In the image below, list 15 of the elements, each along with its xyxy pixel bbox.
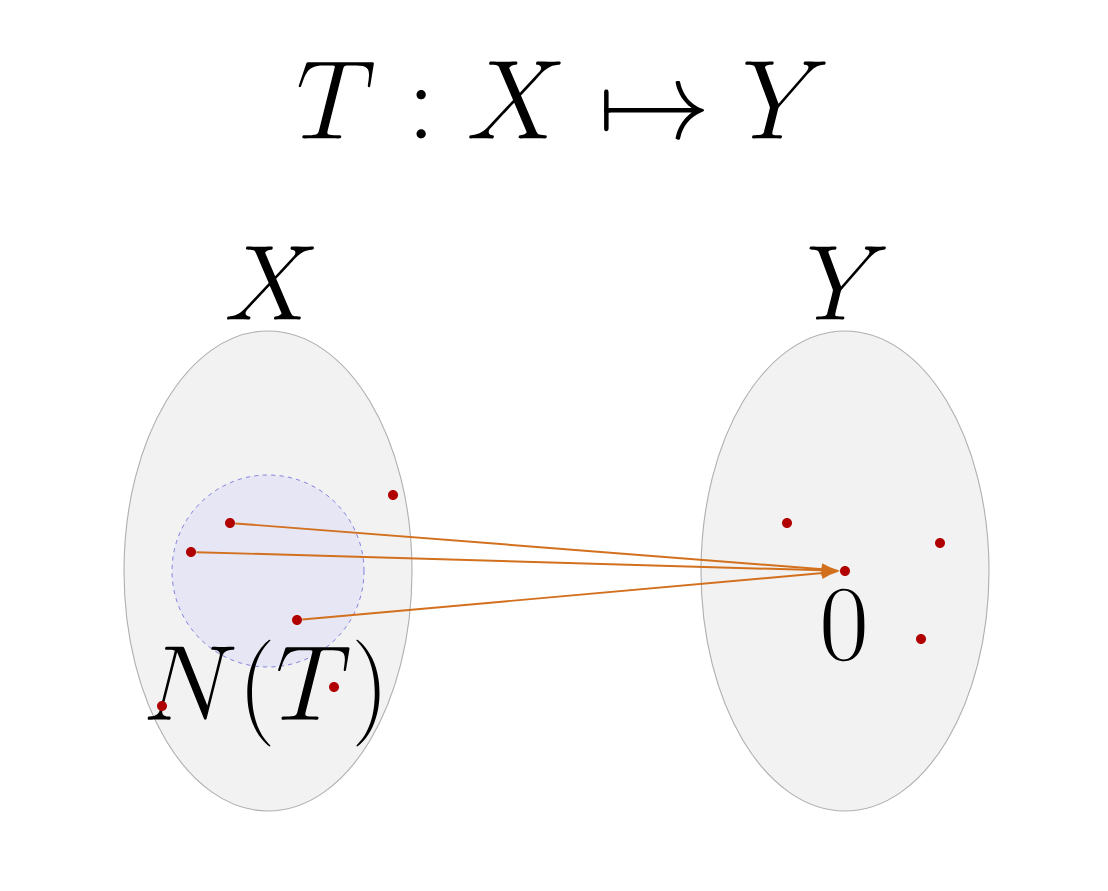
point	[225, 518, 235, 528]
point	[292, 615, 302, 625]
point	[782, 518, 792, 528]
point	[329, 682, 339, 692]
title: $T: X \mapsto Y$	[298, 61, 826, 140]
arrow	[234, 522, 837, 575]
point	[935, 538, 945, 548]
point-label: $0$	[823, 588, 865, 662]
set-label: $N(T)$	[147, 639, 380, 747]
point	[157, 701, 167, 711]
set-label: $Y$	[809, 246, 886, 320]
set-label: $X$	[227, 246, 314, 320]
point	[186, 547, 196, 557]
point	[388, 490, 398, 500]
point	[916, 634, 926, 644]
